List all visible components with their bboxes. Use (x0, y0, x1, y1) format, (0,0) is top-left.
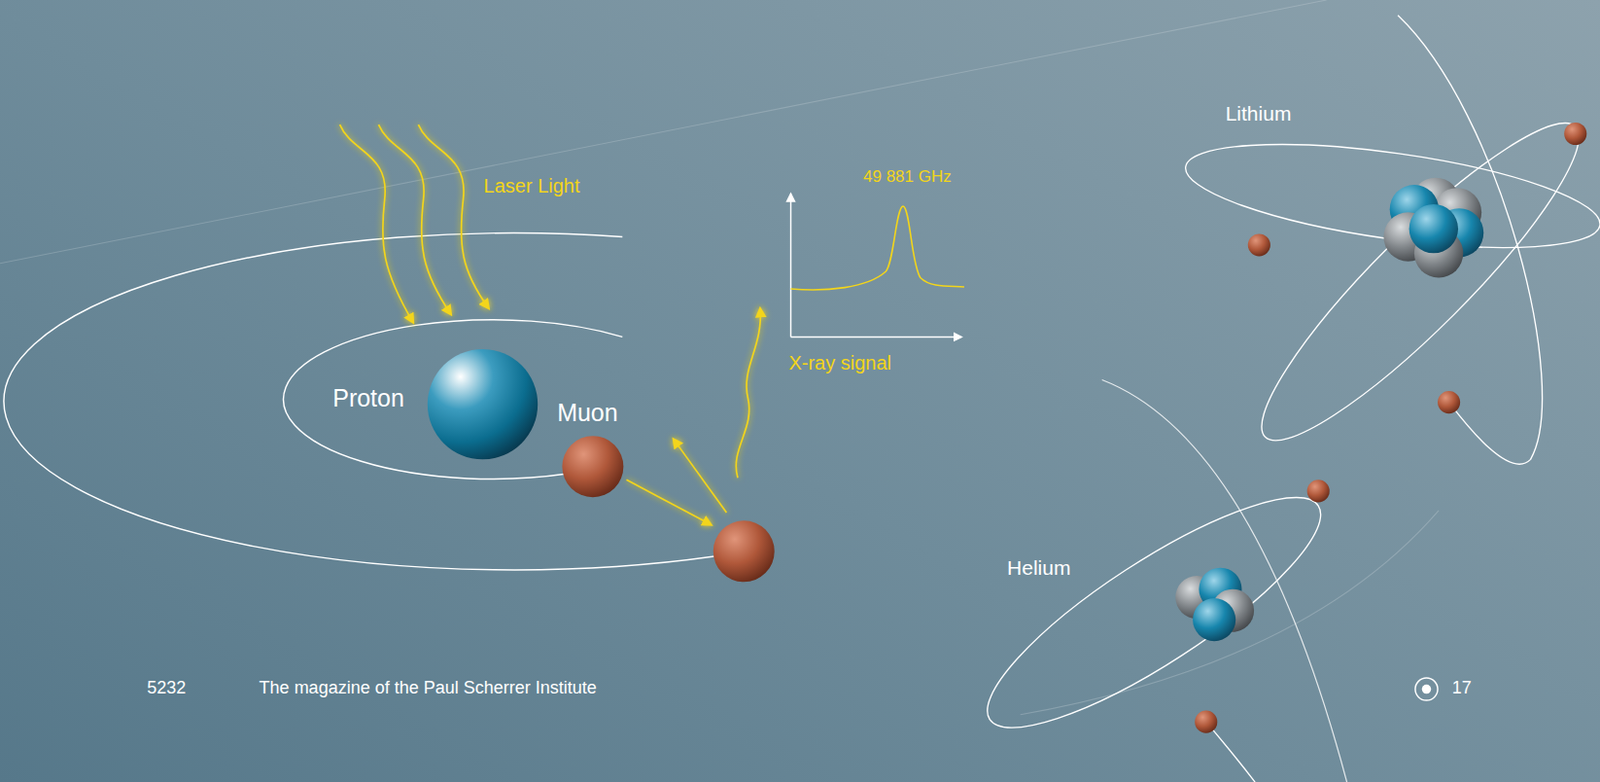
proton-node: Proton (427, 348, 538, 459)
muon-sphere (561, 435, 624, 497)
muon-sphere (713, 520, 775, 582)
muon-node: Muon (561, 435, 624, 497)
faint-line (0, 0, 1327, 264)
helium-nucleus (1175, 567, 1254, 642)
psi-logo (1415, 677, 1438, 700)
node-label: Helium (1007, 555, 1071, 580)
transition-arrows (626, 308, 762, 525)
helium-node: Helium (1173, 562, 1255, 645)
outer-orbit (3, 233, 715, 570)
node-label: Proton (332, 382, 405, 413)
electrons (1248, 122, 1588, 414)
faint-line (1020, 510, 1439, 715)
orbit (1102, 379, 1348, 782)
signal-label: X-ray signal (788, 350, 892, 375)
electrons (1194, 479, 1330, 732)
magazine-name: The magazine of the Paul Scherrer Instit… (259, 677, 597, 699)
node-label: Muon (556, 397, 619, 427)
spectrum-chart (791, 193, 965, 337)
helium-orbit (962, 462, 1347, 763)
helium-orbit (1206, 721, 1255, 782)
lithium-nucleus (1383, 177, 1484, 279)
frequency-value: 49 881 GHz (863, 167, 952, 187)
laser-waves (340, 124, 489, 323)
lithium-orbits (1180, 15, 1600, 471)
light-label: Laser Light (484, 173, 581, 198)
proton-sphere (427, 348, 538, 459)
node-label: Lithium (1225, 101, 1292, 126)
issue-number: 5232 (146, 677, 186, 699)
lithium-node: Lithium (1382, 177, 1485, 280)
page-number: 17 (1452, 677, 1472, 699)
